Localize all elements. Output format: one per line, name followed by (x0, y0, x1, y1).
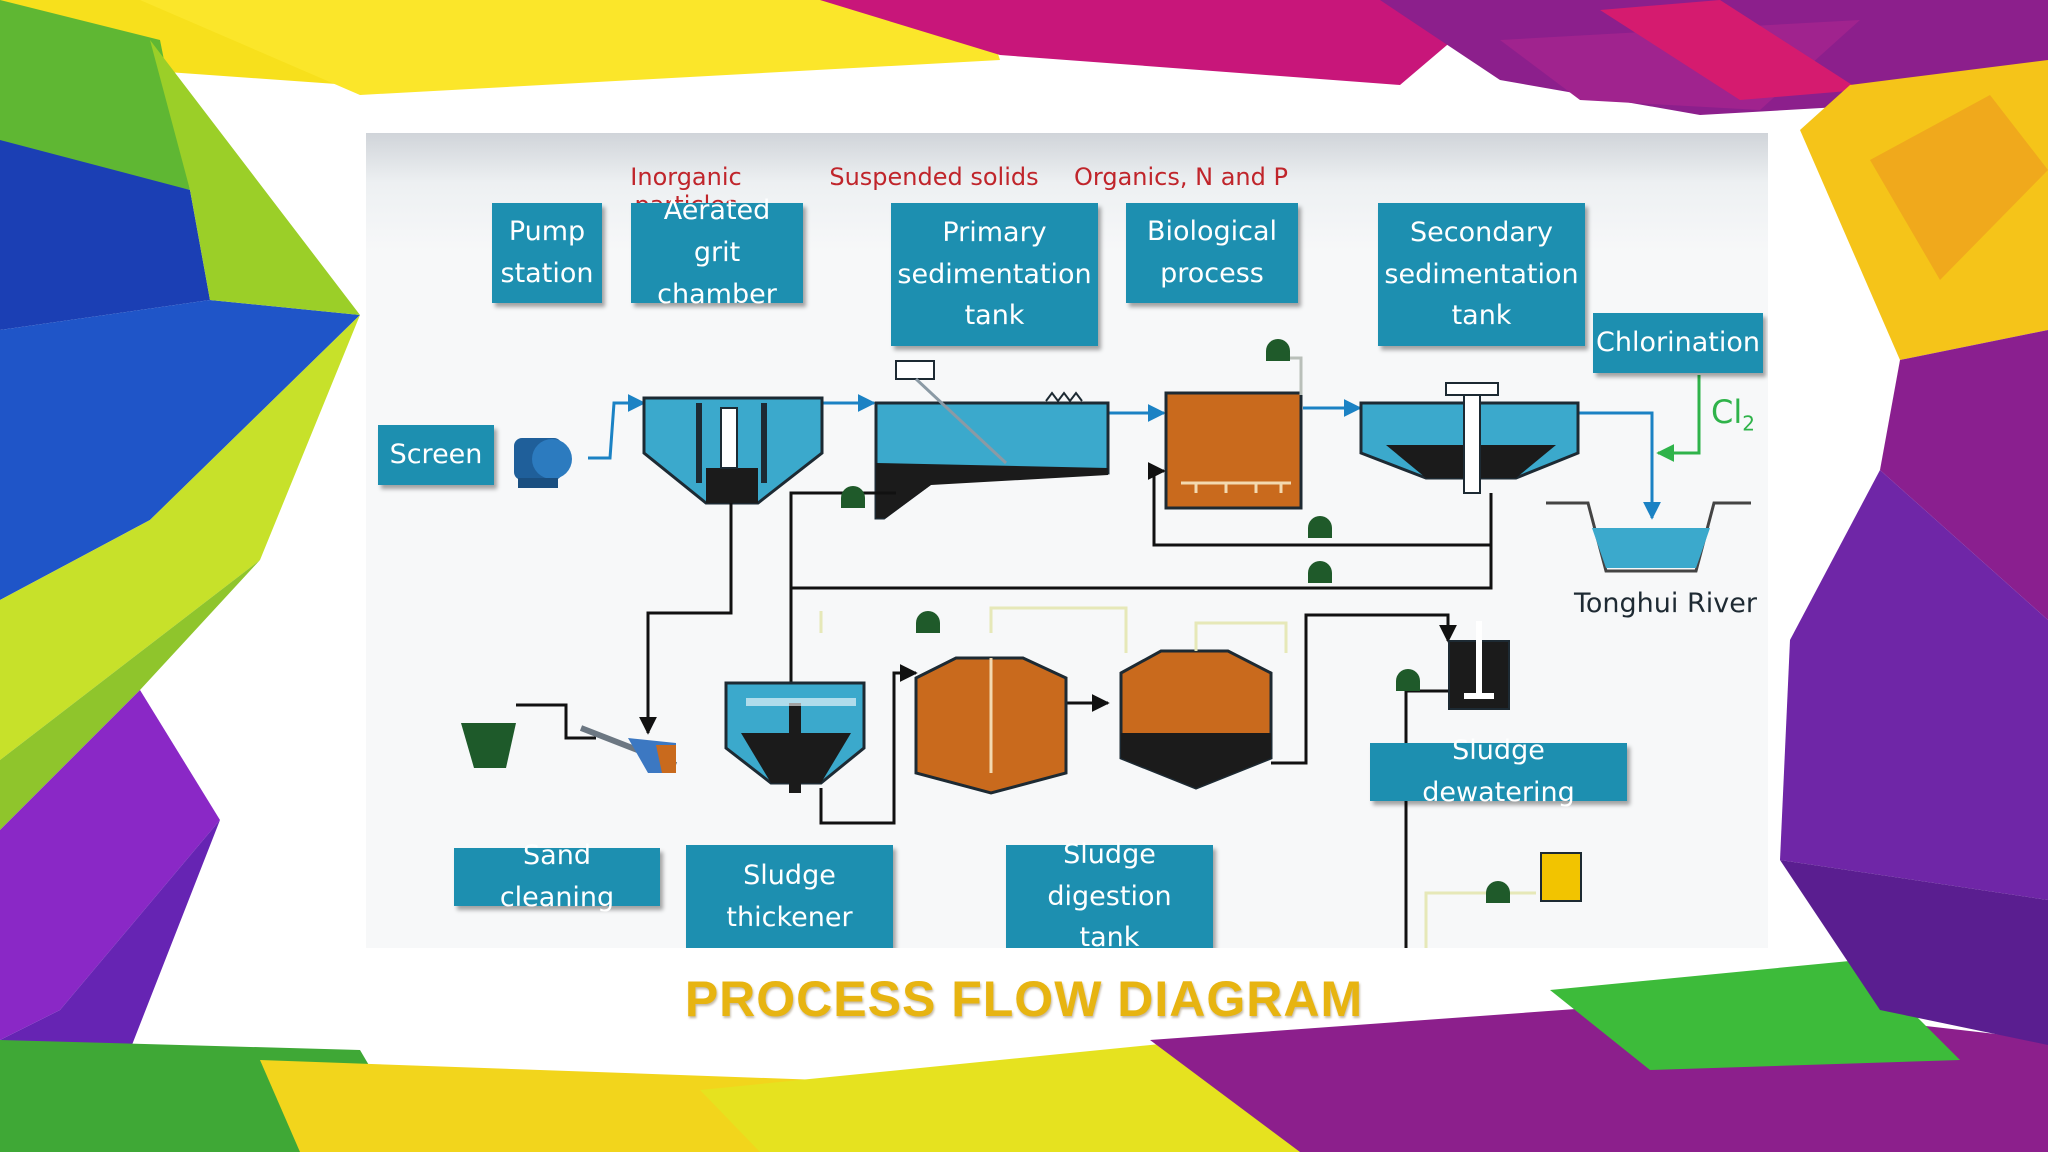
frame-shape (1780, 470, 2048, 900)
box-secondary-sedimentation-tank: Secondary sedimentation tank (1378, 203, 1585, 346)
sludge-thickener-icon (724, 681, 866, 793)
biological-tank-icon (1164, 356, 1303, 510)
box-biological-process: Biological process (1126, 203, 1298, 303)
process-schematic (461, 339, 1751, 948)
box-pump-station: Pump station (492, 203, 602, 303)
dewatering-mixer-icon (1448, 621, 1510, 710)
secondary-tank-icon (1359, 382, 1580, 494)
box-sludge-thickener: Sludge thickener (686, 845, 893, 948)
frame-shape (1780, 860, 2048, 1045)
sand-cleaning-icon (461, 723, 678, 773)
primary-tank-icon (874, 360, 1110, 520)
frame-shape (0, 0, 190, 190)
label-chlorine: Cl2 (1711, 393, 1755, 436)
frame-shape (150, 40, 360, 315)
box-aerated-grit-chamber: Aerated grit chamber (631, 195, 803, 310)
frame-shape (820, 0, 1500, 85)
box-sand-cleaning: Sand cleaning (454, 840, 660, 913)
label-organics: Organics, N and P (1074, 163, 1288, 191)
page-title: PROCESS FLOW DIAGRAM (684, 971, 1364, 1027)
frame-shape (0, 315, 360, 760)
diagram-panel: Inorganic particles Suspended solids Org… (366, 133, 1768, 948)
box-sludge-dewatering: Sludge dewatering (1370, 735, 1627, 808)
box-screen: Screen (378, 425, 494, 485)
digestion-tank-icon (1119, 621, 1288, 790)
grit-chamber-icon (642, 396, 824, 505)
pump-icon (514, 438, 572, 488)
digestion-tank-icon (819, 606, 1128, 795)
frame-shape (140, 0, 1000, 95)
river-icon (1546, 501, 1751, 573)
frame-shape (0, 820, 220, 1100)
label-tonghui-river: Tonghui River (1574, 588, 1757, 619)
frame-shape (1870, 95, 2048, 280)
frame-shape (1880, 330, 2048, 620)
chlorine-line (1656, 375, 1701, 462)
frame-shape (0, 300, 360, 600)
box-chlorination: Chlorination (1593, 313, 1763, 373)
water-flow-line (588, 394, 1661, 520)
label-suspended-solids: Suspended solids (829, 163, 1039, 191)
valve-icon (841, 339, 1510, 903)
box-sludge-digestion-tank: Sludge digestion tank (1006, 839, 1213, 948)
frame-shape (1600, 0, 1860, 100)
frame-shape (0, 690, 220, 1040)
frame-shape (0, 560, 260, 830)
frame-shape (1550, 960, 1960, 1070)
frame-shape (0, 140, 210, 330)
box-primary-sedimentation-tank: Primary sedimentation tank (891, 203, 1098, 346)
